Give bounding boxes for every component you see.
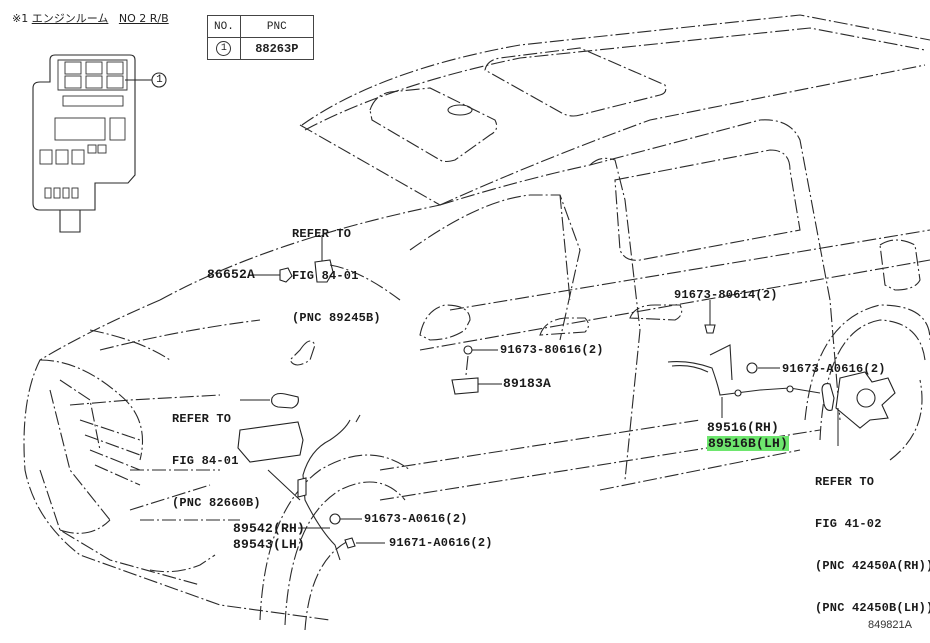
note-mark: ※1 — [12, 12, 29, 25]
front-wheel — [259, 454, 411, 631]
part-86652a-label[interactable]: 86652A — [207, 267, 256, 282]
highlighted-part-number: 89516B(LH) — [707, 436, 790, 451]
part-89516b-lh-label[interactable]: 89516B(LH) — [707, 436, 790, 451]
refer-pnc: (PNC 82660B) — [172, 496, 261, 510]
refer-82660b[interactable]: REFER TO FIG 84-01 (PNC 82660B) — [172, 384, 261, 538]
roof — [299, 14, 930, 206]
refer-fig: FIG 84-01 — [292, 269, 359, 283]
bolt-91671-a0616-label[interactable]: 91671-A0616(2) — [389, 536, 493, 550]
bolt-91673-a0616-front-label[interactable]: 91673-A0616(2) — [364, 512, 468, 526]
pnc-table-header: NO. PNC — [207, 15, 314, 38]
table-row: 1 88263P — [207, 37, 314, 60]
body-side — [159, 119, 930, 501]
part-89543-lh-label[interactable]: 89543(LH) — [233, 537, 306, 552]
side-mirror — [419, 304, 471, 341]
pnc-header-no: NO. — [207, 15, 241, 38]
refer-fig: FIG 41-02 — [815, 517, 882, 531]
figure-number: 849821A — [867, 619, 912, 631]
part-89516-rh-label[interactable]: 89516(RH) — [707, 420, 780, 435]
bolt-91673-a0616-rear-label[interactable]: 91673-A0616(2) — [782, 362, 886, 376]
pnc-row-no: 1 — [207, 37, 241, 60]
refer-pnc-lh: (PNC 42450B(LH)) — [815, 601, 930, 615]
pnc-row-value[interactable]: 88263P — [239, 37, 314, 60]
bolt-91673-80614-label[interactable]: 91673-80614(2) — [674, 288, 778, 302]
refer-pnc: (PNC 89245B) — [292, 311, 381, 325]
rear-wheel — [804, 304, 930, 461]
pnc-table: NO. PNC 1 88263P — [207, 15, 314, 60]
part-89183a-label[interactable]: 89183A — [503, 376, 552, 391]
refer-line: REFER TO — [292, 227, 352, 241]
inset-subtitle: NO 2 R/B — [118, 12, 169, 25]
pnc-header-pnc: PNC — [239, 15, 314, 38]
parts — [237, 235, 839, 561]
refer-line: REFER TO — [815, 475, 875, 489]
front-end — [23, 299, 331, 621]
refer-42450[interactable]: REFER TO FIG 41-02 (PNC 42450A(RH)) (PNC… — [815, 447, 930, 643]
relay-block-inset — [32, 54, 167, 233]
bolt-91673-80616-label[interactable]: 91673-80616(2) — [500, 343, 604, 357]
refer-line: REFER TO — [172, 412, 232, 426]
inset-callout-number: 1 — [156, 74, 163, 86]
refer-89245b[interactable]: REFER TO FIG 84-01 (PNC 89245B) — [292, 199, 381, 353]
callout-number-circle: 1 — [216, 41, 232, 56]
inset-title-text: エンジンルーム — [31, 12, 109, 25]
refer-pnc-rh: (PNC 42450A(RH)) — [815, 559, 930, 573]
inset-title: ※1 エンジンルーム NO 2 R/B — [12, 10, 169, 26]
refer-fig: FIG 84-01 — [172, 454, 239, 468]
part-89542-rh-label[interactable]: 89542(RH) — [233, 521, 306, 536]
